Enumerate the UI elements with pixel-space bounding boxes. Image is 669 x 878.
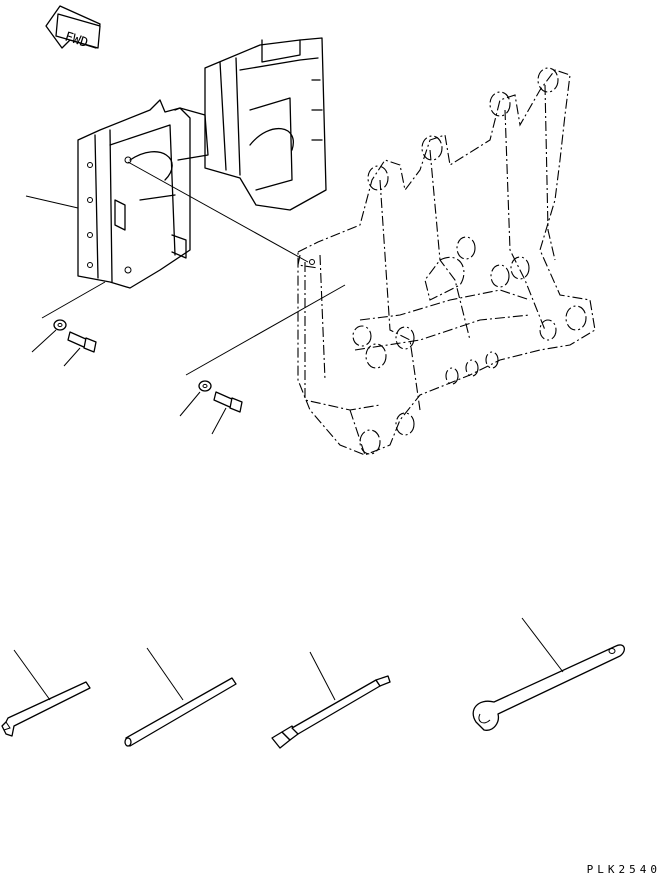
leader-bolt-a xyxy=(41,281,106,319)
rear-mounting-frame xyxy=(174,37,327,211)
extension-bar xyxy=(271,651,391,749)
pin-rod xyxy=(124,647,237,747)
washer-bolt-left xyxy=(31,319,97,367)
leader-bolt-b xyxy=(185,284,346,376)
leader-plate xyxy=(25,195,79,209)
main-frame-phantom xyxy=(297,67,596,456)
front-plate xyxy=(77,99,191,289)
hook-spanner-wrench xyxy=(472,617,625,731)
washer-bolt-middle xyxy=(179,380,243,435)
leader-front-link xyxy=(127,161,309,263)
drawing-code: PLK2540 xyxy=(586,863,661,876)
fwd-arrow: FWD xyxy=(45,5,101,52)
open-end-wrench xyxy=(1,649,91,737)
fwd-label: FWD xyxy=(63,30,90,52)
